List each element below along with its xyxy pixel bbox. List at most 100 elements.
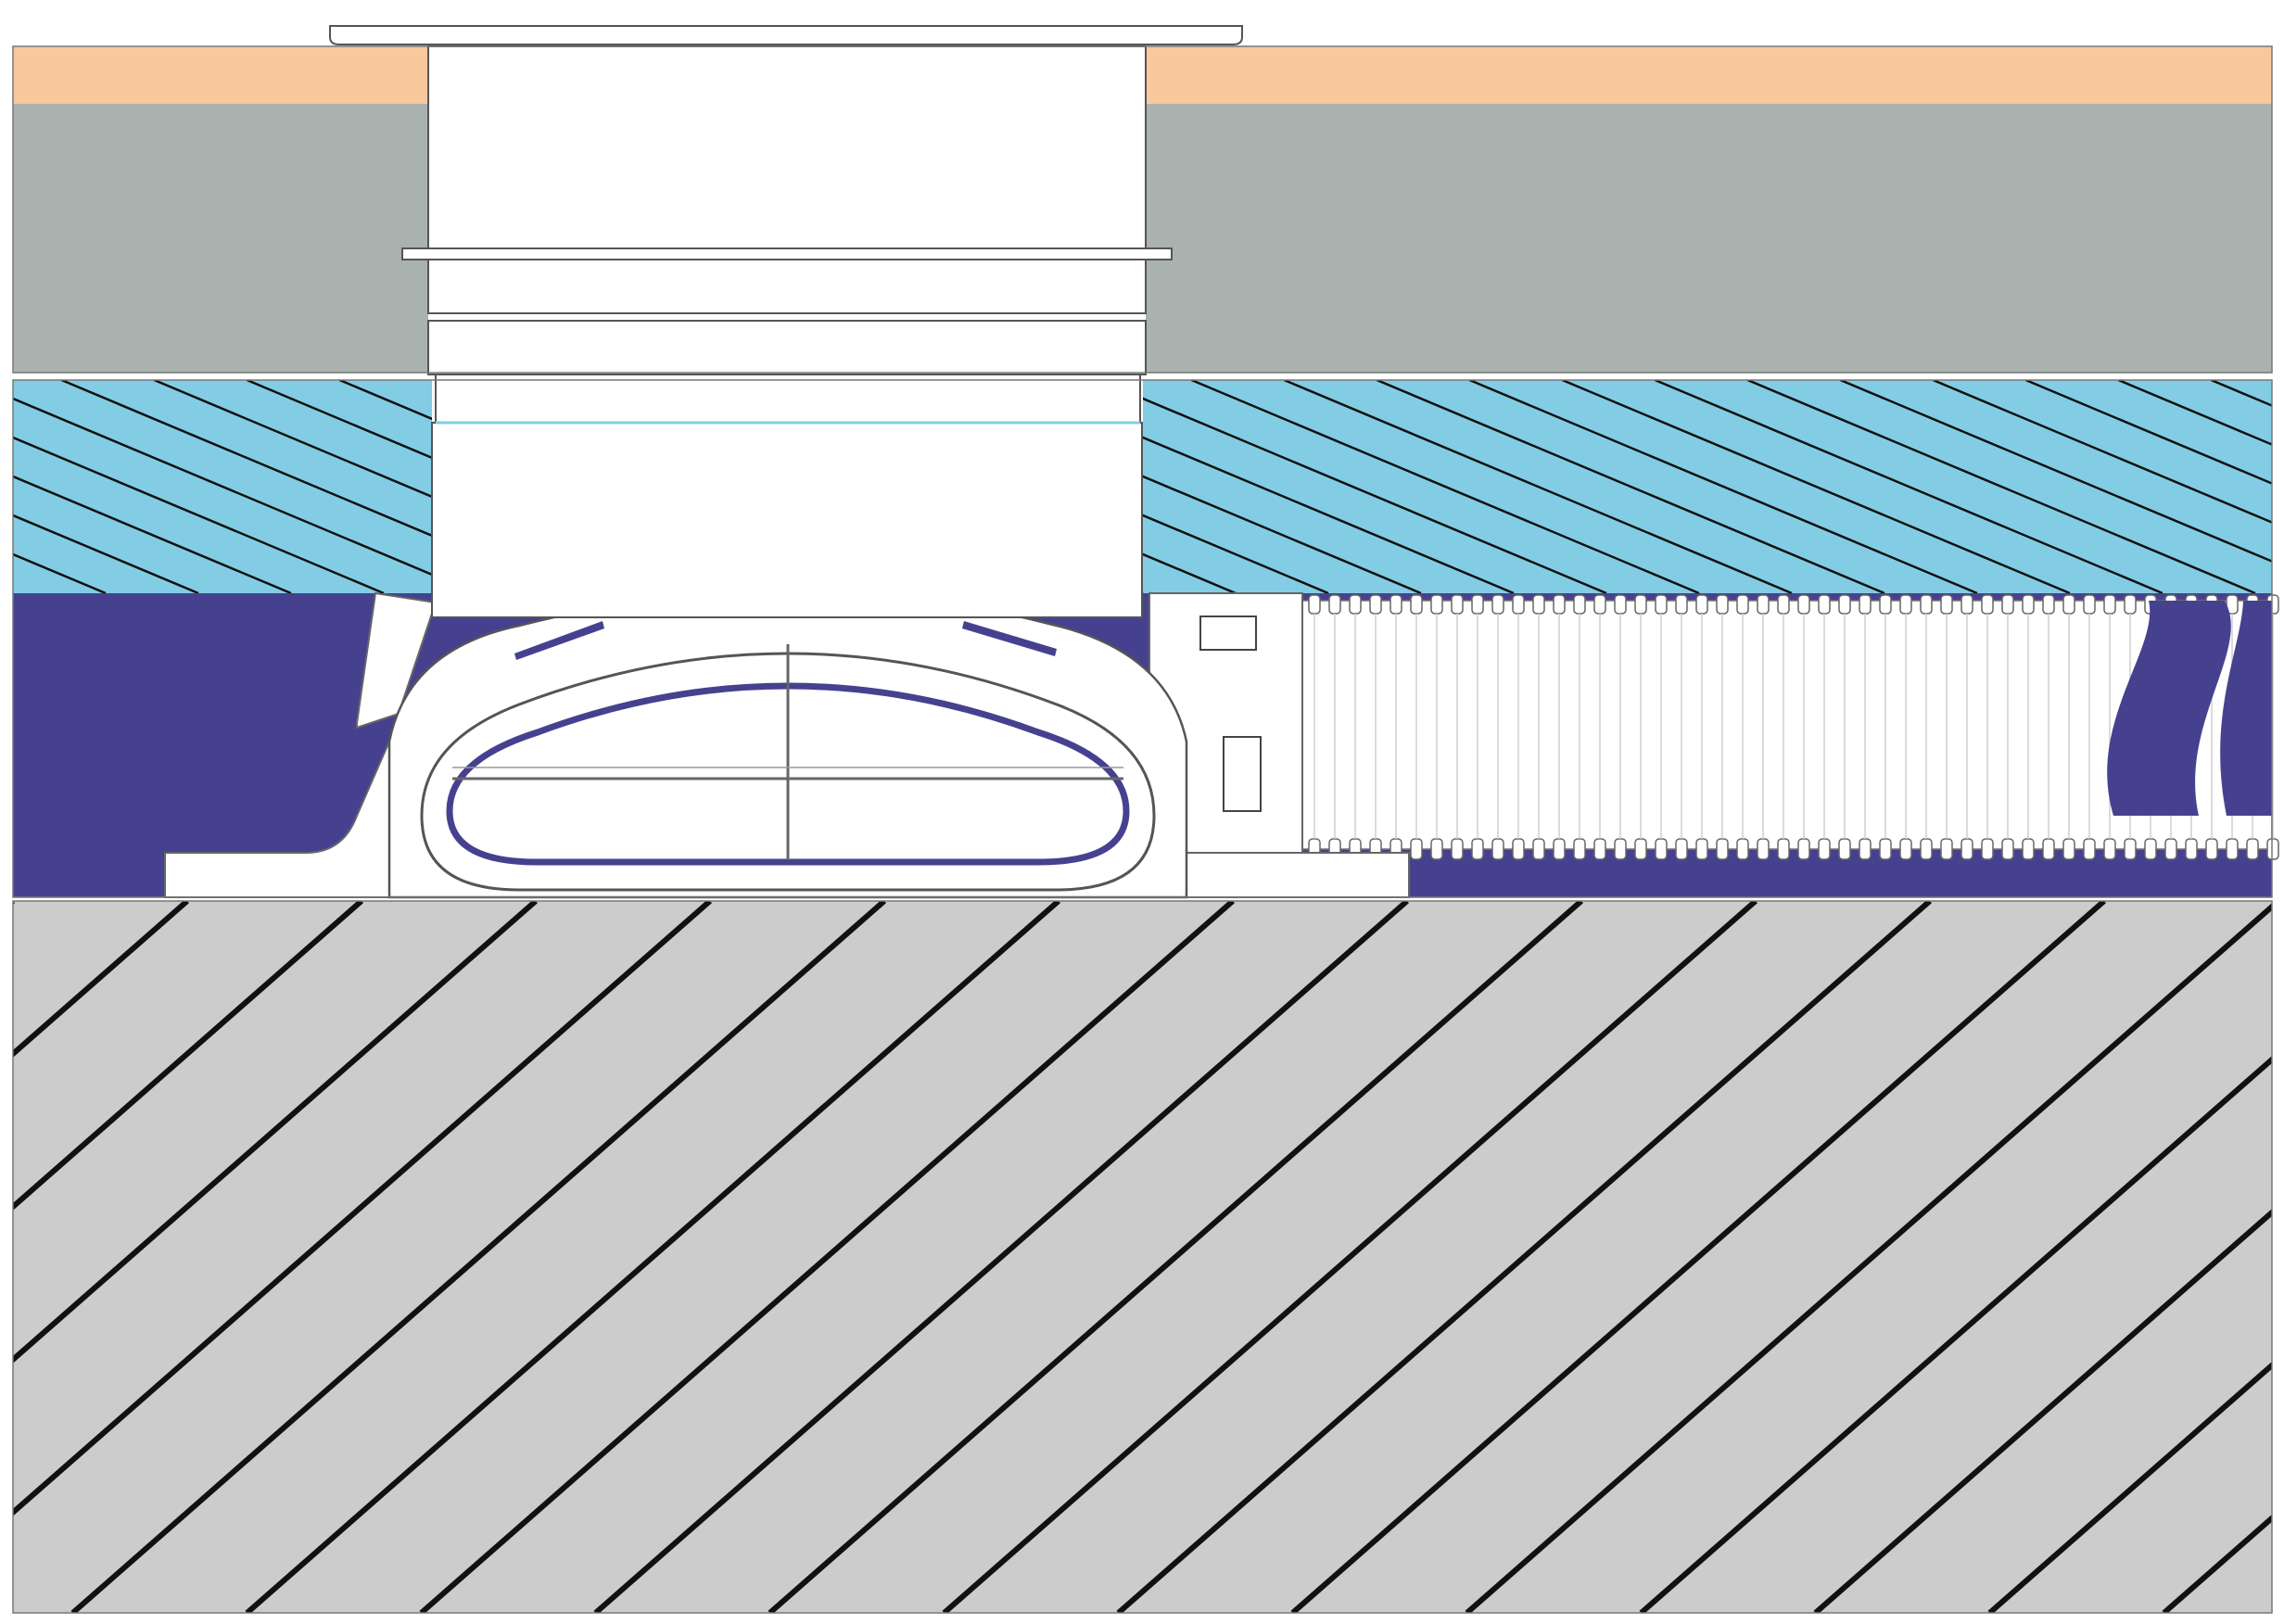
hatch-line xyxy=(1932,380,2272,524)
floor-drain-body xyxy=(164,590,1410,899)
pipe-rib xyxy=(2103,838,2116,860)
hatch-line xyxy=(153,380,432,499)
pipe-rib xyxy=(2022,838,2035,860)
pipe-rib xyxy=(1512,594,1525,615)
layer-tile xyxy=(13,46,2272,104)
pipe-rib xyxy=(2185,838,2198,860)
pipe-rib xyxy=(2001,594,2014,615)
pipe-rib xyxy=(1920,838,1933,860)
hatch-line xyxy=(1143,552,1237,593)
hatch-line xyxy=(60,380,432,538)
pipe-rib xyxy=(2144,838,2157,860)
pipe-rib xyxy=(1675,838,1688,860)
hatch-line xyxy=(1813,1208,2272,1613)
pipe-rib xyxy=(2164,838,2177,860)
pipe-rib xyxy=(1757,838,1770,860)
pipe-rib xyxy=(1553,838,1566,860)
drain-cover-plate xyxy=(329,25,1243,45)
pipe-rib xyxy=(1430,594,1443,615)
pipe-rib xyxy=(2042,838,2055,860)
hatch-line xyxy=(1639,1056,2272,1613)
pipe-rib xyxy=(1532,838,1545,860)
pipe-rib xyxy=(1777,838,1790,860)
hatch-line xyxy=(1143,436,1515,593)
pipe-rib xyxy=(1451,838,1464,860)
hatch-line xyxy=(246,380,432,460)
pipe-rib xyxy=(1797,594,1810,615)
pipe-rib xyxy=(1593,838,1606,860)
pipe-rib xyxy=(1369,594,1382,615)
pipe-rib xyxy=(2083,838,2096,860)
pipe-rib xyxy=(2042,594,2055,615)
pipe-rib xyxy=(1818,838,1831,860)
pipe-rib xyxy=(1818,594,1831,615)
hatch-line xyxy=(1143,475,1422,593)
pipe-rib xyxy=(1471,838,1484,860)
pipe-rib xyxy=(1899,594,1912,615)
hatch-line xyxy=(13,514,199,593)
pipe-rib xyxy=(1675,594,1688,615)
pipe-rib xyxy=(2022,594,2035,615)
pipe-rib xyxy=(1491,838,1504,860)
pipe-rib xyxy=(2246,838,2259,860)
hatch-line xyxy=(1561,380,2071,593)
pipe-rib xyxy=(1757,594,1770,615)
pipe-rib xyxy=(2205,838,2218,860)
pipe-rib xyxy=(1920,594,1933,615)
pipe-rib xyxy=(1797,838,1810,860)
layer-insulation xyxy=(13,380,2272,593)
pipe-rib xyxy=(1981,594,1994,615)
hatch-line xyxy=(1654,380,2163,593)
hatch-line xyxy=(1143,514,1329,593)
hatch-line xyxy=(13,475,292,593)
pipe-rib xyxy=(1308,594,1321,615)
pipe-rib xyxy=(2266,838,2279,860)
pipe-rib xyxy=(1593,594,1606,615)
pipe-rib xyxy=(1451,594,1464,615)
pipe-rib xyxy=(1553,594,1566,615)
hatch-line xyxy=(13,552,107,593)
pipe-rib xyxy=(1736,838,1749,860)
pipe-rib xyxy=(1695,838,1708,860)
pipe-rib xyxy=(1430,838,1443,860)
hatch-line xyxy=(1190,380,1700,593)
pipe-rib xyxy=(1879,594,1892,615)
pipe-rib xyxy=(1634,838,1647,860)
pipe-rib xyxy=(2001,838,2014,860)
pipe-rib xyxy=(1389,594,1402,615)
pipe-rib xyxy=(1859,838,1872,860)
hatch-line xyxy=(419,901,1235,1613)
pipe-rib xyxy=(1410,594,1423,615)
pipe-rib xyxy=(1614,838,1627,860)
hatch-line xyxy=(13,901,712,1516)
hatch-line xyxy=(1987,1361,2272,1613)
hatch-line xyxy=(2117,380,2272,446)
pipe-rib xyxy=(1940,594,1953,615)
pipe-rib xyxy=(1777,594,1790,615)
hatch-line xyxy=(70,901,886,1613)
hatch-line xyxy=(1839,380,2272,563)
pipe-rib xyxy=(2124,838,2137,860)
pipe-rib xyxy=(2226,838,2239,860)
corrugated-drain-pipe xyxy=(1301,594,2279,860)
pipe-rib xyxy=(2062,594,2075,615)
pipe-rib xyxy=(1573,594,1586,615)
pipe-rib xyxy=(1695,594,1708,615)
pipe-rib xyxy=(1879,838,1892,860)
hatch-line xyxy=(13,901,15,905)
pipe-rib xyxy=(1838,594,1851,615)
pipe-rib xyxy=(2083,594,2096,615)
pipe-rib xyxy=(1410,838,1423,860)
hatch-line xyxy=(1283,380,1793,593)
hatch-line xyxy=(13,901,363,1211)
pipe-rib xyxy=(1573,838,1586,860)
hatch-line xyxy=(1143,397,1607,593)
pipe-rib xyxy=(1532,594,1545,615)
hatch-line xyxy=(1116,901,1932,1613)
pipe-rib xyxy=(1655,838,1668,860)
hatch-line xyxy=(1376,380,1885,593)
pipe-rib xyxy=(1512,838,1525,860)
pipe-rib xyxy=(1838,838,1851,860)
hatch-line xyxy=(338,380,432,421)
